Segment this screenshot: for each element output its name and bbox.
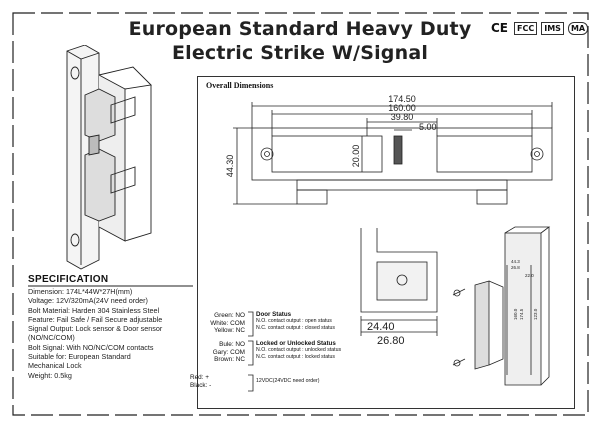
spec-heading: SPECIFICATION bbox=[28, 274, 109, 285]
dimensions-panel-title: Overall Dimensions bbox=[206, 81, 274, 90]
spec-line: Weight: 0.5kg bbox=[28, 370, 72, 380]
wire-brown: Brown: NC bbox=[214, 356, 245, 364]
small-dim-22: 22.0 bbox=[525, 273, 534, 278]
side-section-drawing: 24.40 26.80 bbox=[360, 228, 438, 347]
door-status-block: Door Status N.O. contact output : open s… bbox=[256, 311, 335, 332]
spec-line: Feature: Fail Safe / Fail Secure adjusta… bbox=[28, 314, 163, 324]
wire-green: Green: NO bbox=[214, 312, 245, 319]
spec-line: Bolt Material: Harden 304 Stainless Stee… bbox=[28, 305, 160, 315]
wire-blue: Bule: NO bbox=[219, 341, 245, 348]
fcc-mark-icon: FCC bbox=[514, 22, 538, 35]
wire-white: White: COM bbox=[210, 319, 245, 327]
power-note: 12VDC(24VDC need order) bbox=[256, 378, 320, 384]
wire-gray: Gary: COM bbox=[212, 348, 245, 356]
door-status-note-2: N.C. contact output : closed status bbox=[256, 325, 336, 331]
dim-26: 26.80 bbox=[377, 335, 405, 347]
small-dim-44: 44.3 bbox=[511, 259, 520, 264]
frame-mounting-illustration: 44.3 26.8 22.0 160.0 174.5 123.0 bbox=[452, 226, 551, 386]
spec-line: Voltage: 12V/320mA(24V need order) bbox=[28, 296, 148, 306]
page-title-line1: European Standard Heavy Duty bbox=[128, 18, 472, 40]
lock-wire-list: Bule: NO Gary: COM Brown: NC bbox=[203, 341, 245, 364]
small-dim-26: 26.8 bbox=[511, 265, 520, 270]
dim-174: 174.50 bbox=[388, 94, 416, 104]
dim-44: 44.30 bbox=[225, 155, 235, 178]
dim-160: 160.00 bbox=[388, 103, 416, 113]
lock-status-block: Locked or Unlocked Status N.O. contact o… bbox=[256, 340, 341, 361]
small-dim-123: 123.0 bbox=[533, 308, 538, 320]
lock-status-note-1: N.O. contact output : unlocked status bbox=[256, 347, 342, 353]
product-illustration bbox=[66, 45, 152, 270]
dim-5: 5.00 bbox=[419, 122, 437, 132]
lock-status-heading: Locked or Unlocked Status bbox=[256, 340, 336, 347]
dimension-drawing: 174.50 160.00 39.80 5.00 20.00 44.30 bbox=[225, 94, 553, 205]
power-wire-list: Red: + Black: - bbox=[190, 374, 232, 389]
page-title-line2: Electric Strike W/Signal bbox=[171, 42, 429, 64]
small-dim-160: 160.0 bbox=[513, 308, 518, 320]
door-wire-list: Green: NO White: COM Yellow: NC bbox=[203, 312, 245, 335]
spec-line: (NO/NC/COM) bbox=[28, 333, 75, 343]
small-dim-174: 174.5 bbox=[519, 308, 524, 320]
spec-line: Suitable for: European Standard bbox=[28, 352, 131, 362]
spec-line: Signal Output: Lock sensor & Door sensor bbox=[28, 324, 163, 334]
spec-line: Bolt Signal: With NO/NC/COM contacts bbox=[28, 342, 154, 352]
spec-list: Dimension: 174L*44W*27H(mm) Voltage: 12V… bbox=[28, 287, 196, 380]
power-bracket bbox=[248, 374, 254, 392]
ma-mark-icon: MA bbox=[567, 22, 589, 35]
ce-mark-icon: CE bbox=[491, 21, 509, 35]
dim-39: 39.80 bbox=[391, 112, 414, 122]
dim-24: 24.40 bbox=[367, 321, 395, 333]
wire-yellow: Yellow: NC bbox=[213, 327, 245, 335]
door-status-note-1: N.O. contact output : open status bbox=[256, 318, 332, 324]
spec-line: Mechanical Lock bbox=[28, 361, 82, 371]
wire-black: Black: - bbox=[190, 381, 212, 389]
dimensions-panel: Overall Dimensions bbox=[197, 76, 575, 409]
ims-mark-icon: IMS bbox=[541, 22, 564, 35]
door-bracket bbox=[248, 311, 254, 337]
spec-line: Dimension: 174L*44W*27H(mm) bbox=[28, 287, 133, 296]
lock-bracket bbox=[248, 340, 254, 366]
certification-marks: CE FCC IMS MA bbox=[489, 21, 589, 35]
dim-20: 20.00 bbox=[351, 145, 361, 168]
door-status-heading: Door Status bbox=[256, 311, 292, 318]
lock-status-note-2: N.C. contact output : locked status bbox=[256, 354, 336, 360]
wire-red: Red: + bbox=[190, 374, 210, 381]
spec-heading-underline bbox=[28, 285, 193, 287]
